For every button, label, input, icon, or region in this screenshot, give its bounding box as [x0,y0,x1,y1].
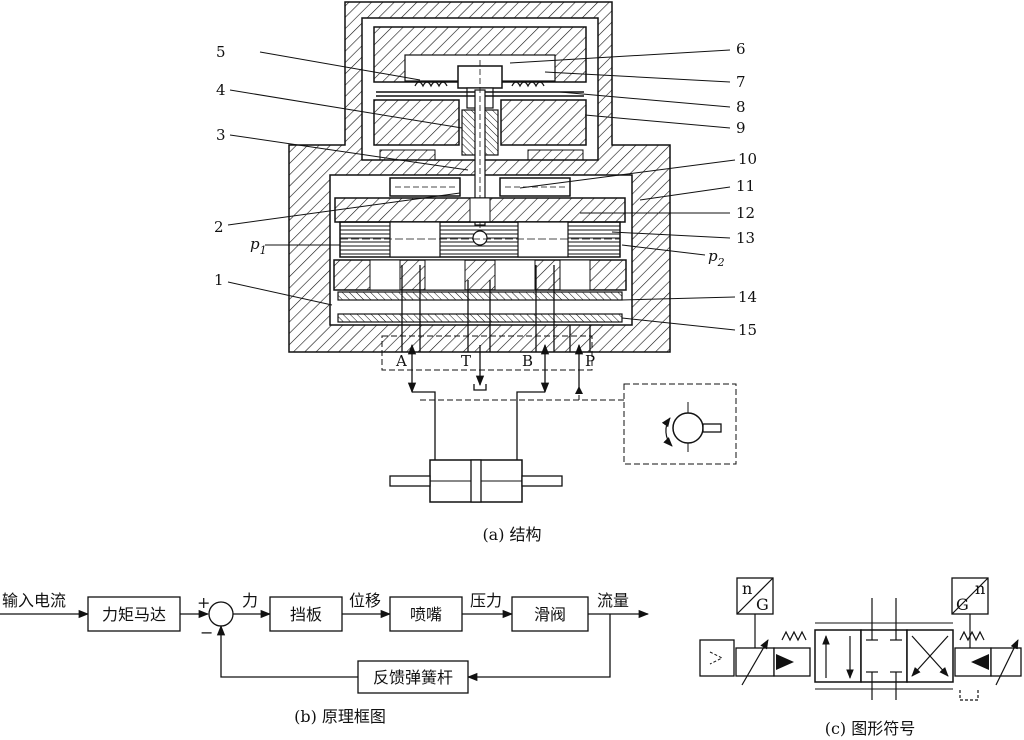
caption-b: (b) 原理框图 [294,707,386,726]
svg-text:力矩马达: 力矩马达 [102,605,166,624]
part-number-5: 5 [216,43,226,61]
minus-sign: − [200,623,213,642]
block-nozzle [389,596,463,632]
input-current-label: 输入电流 [2,591,66,610]
svg-text:G: G [756,595,769,614]
port-t-label: T [461,352,471,370]
part-number-15: 15 [738,321,757,339]
block-diagram: 输入电流 力矩马达 + − 力 挡板 位移 喷嘴 压力 滑阀 流量 反馈弹簧杆 … [0,591,650,726]
svg-text:反馈弹簧杆: 反馈弹簧杆 [373,668,453,687]
block-feedback [357,660,469,694]
svg-text:喷嘴: 喷嘴 [410,605,442,624]
filter-upper [337,291,623,301]
caption-c: (c) 图形符号 [825,719,916,738]
svg-text:挡板: 挡板 [290,605,322,624]
part-number-7: 7 [736,73,746,91]
part-number-8: 8 [736,98,746,116]
port-a-label: A [395,352,407,370]
graphic-symbol: n G n G [699,577,1022,738]
part-number-2: 2 [214,218,224,236]
part-number-6: 6 [736,40,746,58]
signal-pressure: 压力 [470,591,502,610]
coil-left [414,81,448,88]
svg-text:G: G [956,595,969,614]
hydraulic-motor-box [623,383,737,465]
part-number-3: 3 [216,126,226,144]
pressure-p2: p2 [708,247,725,269]
valve-position-center [860,629,908,683]
valve-structure: 5 4 3 2 1 6 7 8 9 10 11 12 13 14 15 p1 p… [214,1,757,544]
part-number-11: 11 [736,177,755,195]
caption-a: (a) 结构 [482,525,541,544]
part-number-1: 1 [214,271,224,289]
part-number-14: 14 [738,288,757,306]
signal-flow: 流量 [597,591,629,610]
block-torque-motor [87,596,181,632]
hydraulic-motor [672,412,704,444]
block-flapper [269,596,343,632]
signal-displacement: 位移 [349,591,381,610]
block-spool [511,596,589,632]
svg-text:滑阀: 滑阀 [534,605,566,624]
part-number-10: 10 [738,150,757,168]
part-number-9: 9 [736,119,746,137]
signal-force: 力 [242,591,258,610]
filter-lower [337,313,623,323]
part-number-4: 4 [216,81,226,99]
svg-text:n: n [742,579,752,598]
valve-position-left [814,629,862,683]
part-number-13: 13 [736,229,755,247]
part-number-12: 12 [736,204,755,222]
lower-magnet [373,99,460,146]
coil-right [511,81,545,88]
port-p-label: P [585,352,595,370]
pressure-p1: p1 [250,235,267,257]
svg-text:n: n [975,579,985,598]
port-b-label: B [522,352,533,370]
plus-sign: + [197,593,210,612]
